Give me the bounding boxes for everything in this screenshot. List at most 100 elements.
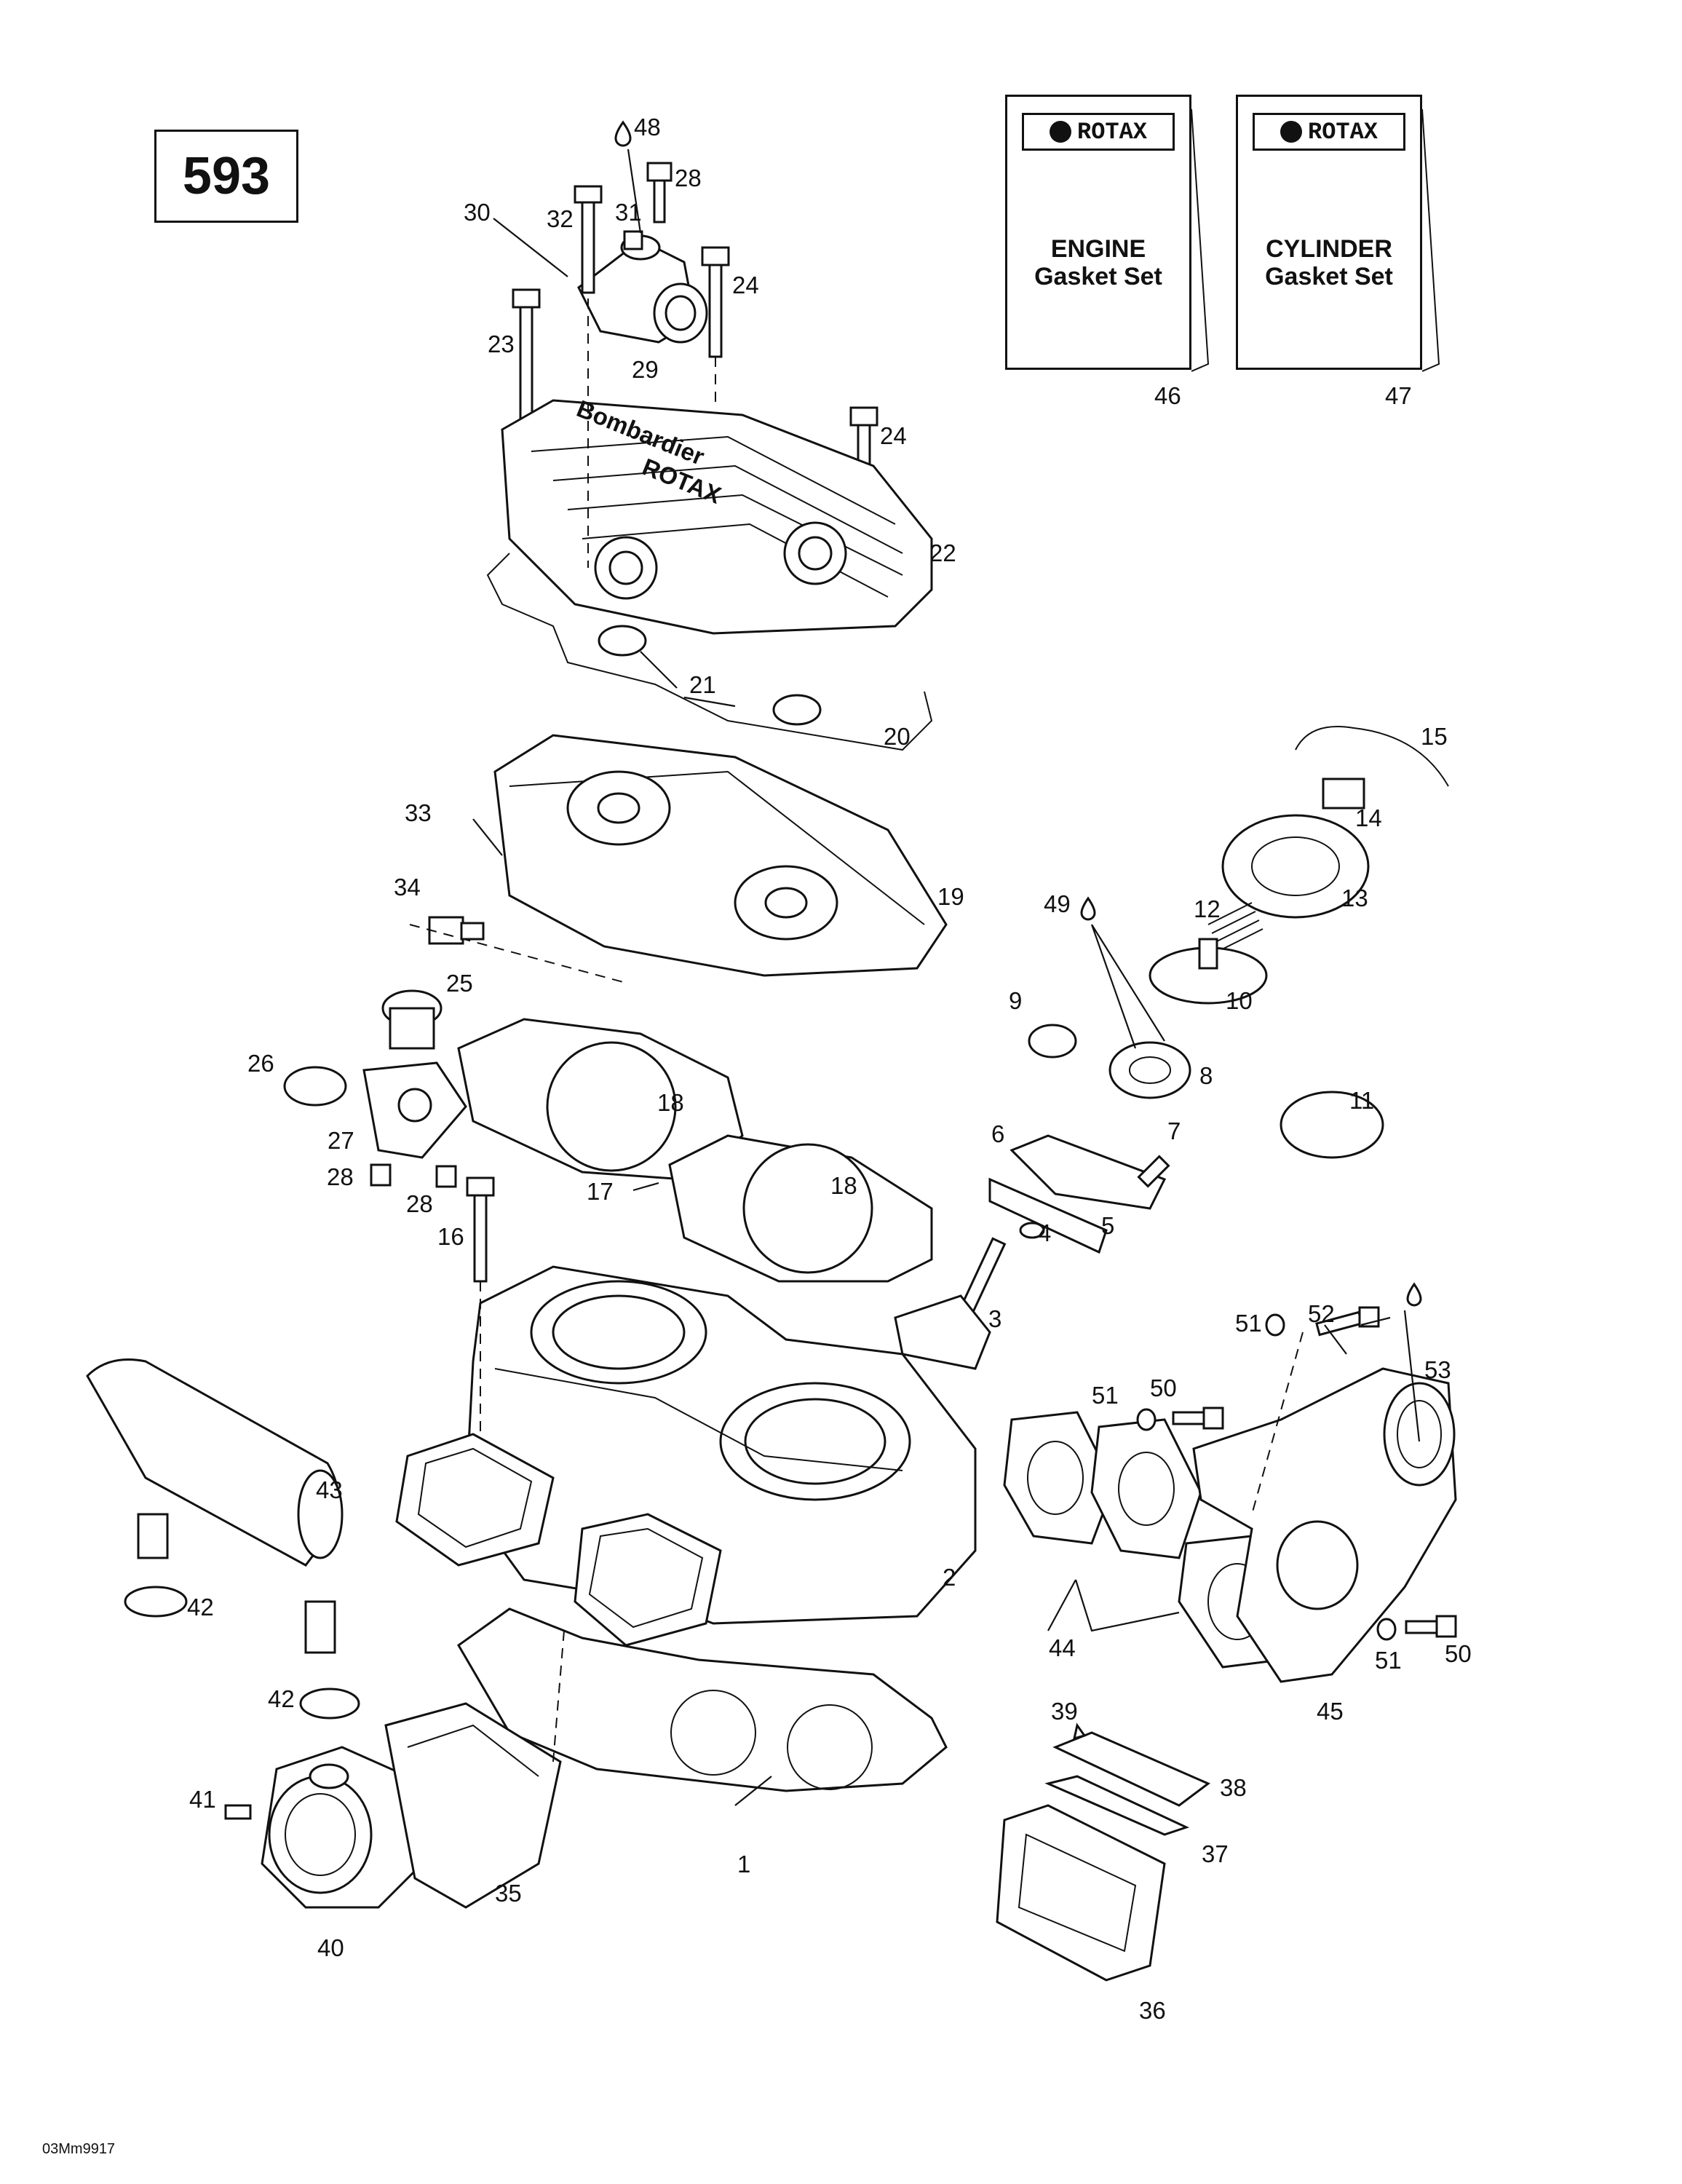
callout-39: 39 <box>1051 1698 1078 1725</box>
alignment-line <box>409 924 627 984</box>
bolt-24-top <box>701 246 730 358</box>
o-ring-26 <box>283 1066 347 1107</box>
rotax-logo-icon <box>1049 121 1071 143</box>
callout-9: 9 <box>1009 987 1022 1014</box>
manual-title-line1: ENGINE <box>1050 235 1146 263</box>
water-outlet <box>577 234 708 344</box>
reed-block-36 <box>996 1804 1166 1982</box>
bolt-50-upper <box>1172 1406 1224 1430</box>
rotax-logo: ROTAX <box>1022 113 1175 151</box>
washer-51a <box>1136 1408 1157 1431</box>
o-ring-21b <box>772 694 822 726</box>
callout-24-right: 24 <box>880 422 907 449</box>
leader-line <box>493 218 568 277</box>
o-ring-9 <box>1028 1024 1077 1059</box>
callout-15: 15 <box>1421 723 1448 750</box>
callout-42-lower: 42 <box>268 1685 295 1712</box>
rave-valve-3 <box>894 1237 1007 1370</box>
callout-13: 13 <box>1341 885 1368 911</box>
callout-44: 44 <box>1049 1634 1076 1661</box>
callout-3: 3 <box>988 1305 1001 1332</box>
callout-23: 23 <box>488 331 515 357</box>
callout-22: 22 <box>929 539 956 566</box>
manual-brand: ROTAX <box>1307 118 1378 146</box>
exhaust-manifold-45 <box>1192 1367 1457 1683</box>
engine-gasket-set-manual: ROTAX ENGINE Gasket Set <box>1005 95 1191 370</box>
callout-41: 41 <box>189 1786 216 1813</box>
manual-title: ENGINE Gasket Set <box>1007 235 1189 290</box>
manual-title-line2: Gasket Set <box>1265 263 1393 290</box>
leader-line <box>1090 924 1165 1049</box>
manual-title-line2: Gasket Set <box>1034 263 1162 290</box>
callout-25: 25 <box>446 970 473 997</box>
bolt-28-top <box>646 162 673 223</box>
gasket-5 <box>988 1177 1108 1254</box>
callout-49: 49 <box>1044 890 1071 917</box>
callout-52: 52 <box>1308 1300 1335 1327</box>
callout-5: 5 <box>1101 1212 1114 1239</box>
callout-50-lower: 50 <box>1445 1640 1472 1667</box>
callout-50-upper: 50 <box>1150 1374 1177 1401</box>
leader-line <box>1403 1310 1421 1442</box>
callout-10: 10 <box>1226 987 1253 1014</box>
callout-28-left: 28 <box>327 1163 354 1190</box>
alignment-line <box>552 1630 565 1762</box>
rotary-housing-40 <box>261 1746 424 1909</box>
reed-petal-37 <box>1044 1775 1190 1836</box>
callout-18-right: 18 <box>830 1172 857 1199</box>
cylinder-gasket-set-manual: ROTAX CYLINDER Gasket Set <box>1236 95 1422 370</box>
reed-block-35 <box>384 1702 562 1909</box>
bolt-30 <box>574 185 603 294</box>
manual-title-line1: CYLINDER <box>1266 235 1392 263</box>
rotax-logo-icon <box>1280 121 1302 143</box>
screw-7 <box>1137 1155 1170 1188</box>
manual-title: CYLINDER Gasket Set <box>1238 235 1420 290</box>
plug-34 <box>428 916 485 945</box>
callout-1: 1 <box>737 1851 750 1878</box>
callout-34: 34 <box>394 874 421 901</box>
callout-38: 38 <box>1220 1774 1247 1801</box>
callout-40: 40 <box>317 1934 344 1961</box>
cylinder-head <box>493 734 948 977</box>
spring-12 <box>1207 902 1264 951</box>
callout-17: 17 <box>587 1178 614 1205</box>
callout-14: 14 <box>1355 804 1382 831</box>
callout-29: 29 <box>632 356 659 383</box>
leader-line <box>1047 1579 1076 1631</box>
callout-48: 48 <box>634 114 661 141</box>
intake-flange-left <box>395 1433 555 1567</box>
gasket-20 <box>486 553 933 751</box>
o-ring-21a <box>598 625 647 657</box>
head-gasket-18-right <box>668 1134 933 1283</box>
callout-42-upper: 42 <box>187 1594 214 1621</box>
thermostat-25 <box>381 989 443 1050</box>
membrane-8 <box>1108 1041 1191 1099</box>
bolt-28-right <box>435 1165 457 1188</box>
washer-51b <box>1265 1313 1285 1337</box>
intake-flange-right <box>574 1513 722 1647</box>
screw-41 <box>224 1804 252 1820</box>
callout-18-left: 18 <box>657 1089 684 1116</box>
bleed-screw-31 <box>623 230 643 250</box>
callout-28-top: 28 <box>675 165 702 191</box>
callout-24-top: 24 <box>732 272 759 298</box>
leader-line <box>734 1776 772 1806</box>
valve-cover-13 <box>1221 814 1370 919</box>
leader-line <box>1324 1316 1391 1355</box>
callout-37: 37 <box>1202 1840 1229 1867</box>
head-gasket-18-left <box>457 1018 744 1181</box>
callout-32: 32 <box>547 205 574 232</box>
callout-20: 20 <box>884 723 911 750</box>
callout-51-a: 51 <box>1092 1382 1119 1409</box>
leader-line <box>1074 1579 1180 1632</box>
screw-39 <box>1072 1722 1087 1741</box>
callout-26: 26 <box>247 1050 274 1077</box>
manual-brand: ROTAX <box>1076 118 1147 146</box>
liquid-drop-icon <box>614 120 632 147</box>
leader-line <box>683 696 736 708</box>
diagram-number: 593 <box>154 130 298 223</box>
callout-27: 27 <box>328 1127 354 1154</box>
callout-6: 6 <box>991 1120 1004 1147</box>
bolt-16 <box>466 1176 495 1283</box>
